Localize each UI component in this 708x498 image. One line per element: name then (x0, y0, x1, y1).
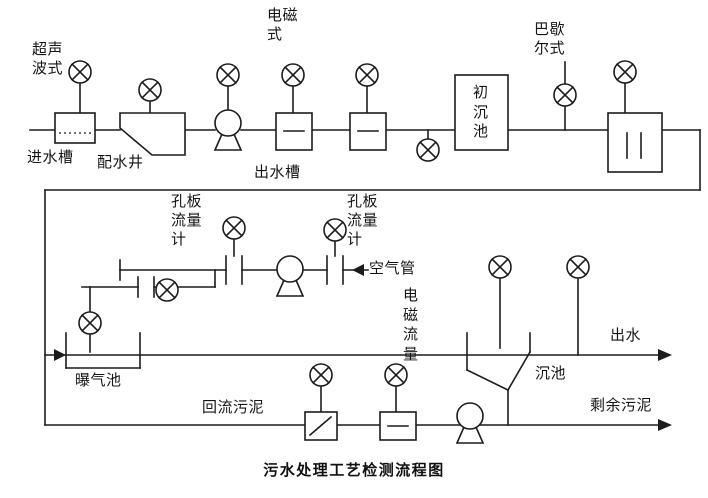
flow-arrow-icon (658, 349, 672, 361)
valve-icon (155, 278, 179, 302)
diagram-caption: 污水处理工艺检测流程图 (263, 462, 445, 479)
parshall-flume-box (607, 112, 663, 173)
valve-icon (68, 60, 92, 84)
flow-arrow-icon (658, 419, 672, 431)
inlet-channel-box (54, 112, 96, 144)
valve-icon (216, 63, 240, 87)
aeration-tank-walls (65, 332, 141, 369)
valve-icon (281, 63, 305, 87)
flow-arrows (54, 264, 672, 431)
process-units (54, 74, 663, 441)
label-inlet-channel: 进水槽 (27, 149, 74, 166)
flowmeter-box (275, 112, 313, 151)
label-distribution-well: 配水井 (97, 154, 144, 171)
valve-icon (566, 255, 590, 279)
tank-wall (465, 368, 510, 392)
label-settling-tank: 沉池 (535, 365, 567, 382)
gate-box-slash (308, 415, 333, 437)
valve-icon (416, 138, 440, 162)
valve-icon (613, 60, 637, 84)
valve-icon (138, 78, 162, 102)
label-outlet-channel: 出水槽 (254, 164, 301, 181)
magflow-box (379, 411, 417, 441)
pump-icon (214, 109, 242, 151)
settling-tank-walls (465, 332, 532, 426)
label-air-pipe: 空气管 (369, 260, 416, 277)
valve-icon (222, 216, 246, 240)
valve-icon (488, 255, 512, 279)
label-ultrasonic-type: 超声波式 (32, 41, 64, 77)
pipes (29, 61, 701, 426)
blower-icon (276, 255, 304, 297)
label-excess-sludge: 剩余污泥 (590, 397, 653, 414)
flow-arrow-icon (54, 349, 66, 361)
tank-wall (506, 350, 532, 392)
label-parshall-type: 巴歇尔式 (534, 21, 566, 57)
valve-icon (309, 363, 333, 387)
valve-icon (355, 63, 379, 87)
primary-settling-tank-box (454, 74, 509, 151)
pump-icon (456, 402, 484, 444)
label-electromagnetic-type: 电磁式 (267, 7, 299, 43)
flow-arrow-icon (352, 264, 364, 276)
label-aeration-tank: 曝气池 (75, 372, 122, 389)
valve-icon (384, 363, 408, 387)
label-orifice-flowmeter-left: 孔板流量计 (171, 193, 203, 248)
distribution-well-shape (119, 112, 186, 156)
label-electromagnetic-flow: 电磁流量 (403, 287, 419, 363)
label-orifice-flowmeter-right: 孔板流量计 (347, 193, 379, 248)
valve-icon (323, 218, 347, 242)
label-primary-settling-tank: 初沉池 (473, 84, 489, 140)
label-return-sludge: 回流污泥 (202, 399, 265, 416)
instrument-box (349, 112, 387, 151)
valve-icon (78, 311, 102, 335)
valve-icon (553, 83, 577, 107)
label-effluent: 出水 (610, 327, 642, 344)
